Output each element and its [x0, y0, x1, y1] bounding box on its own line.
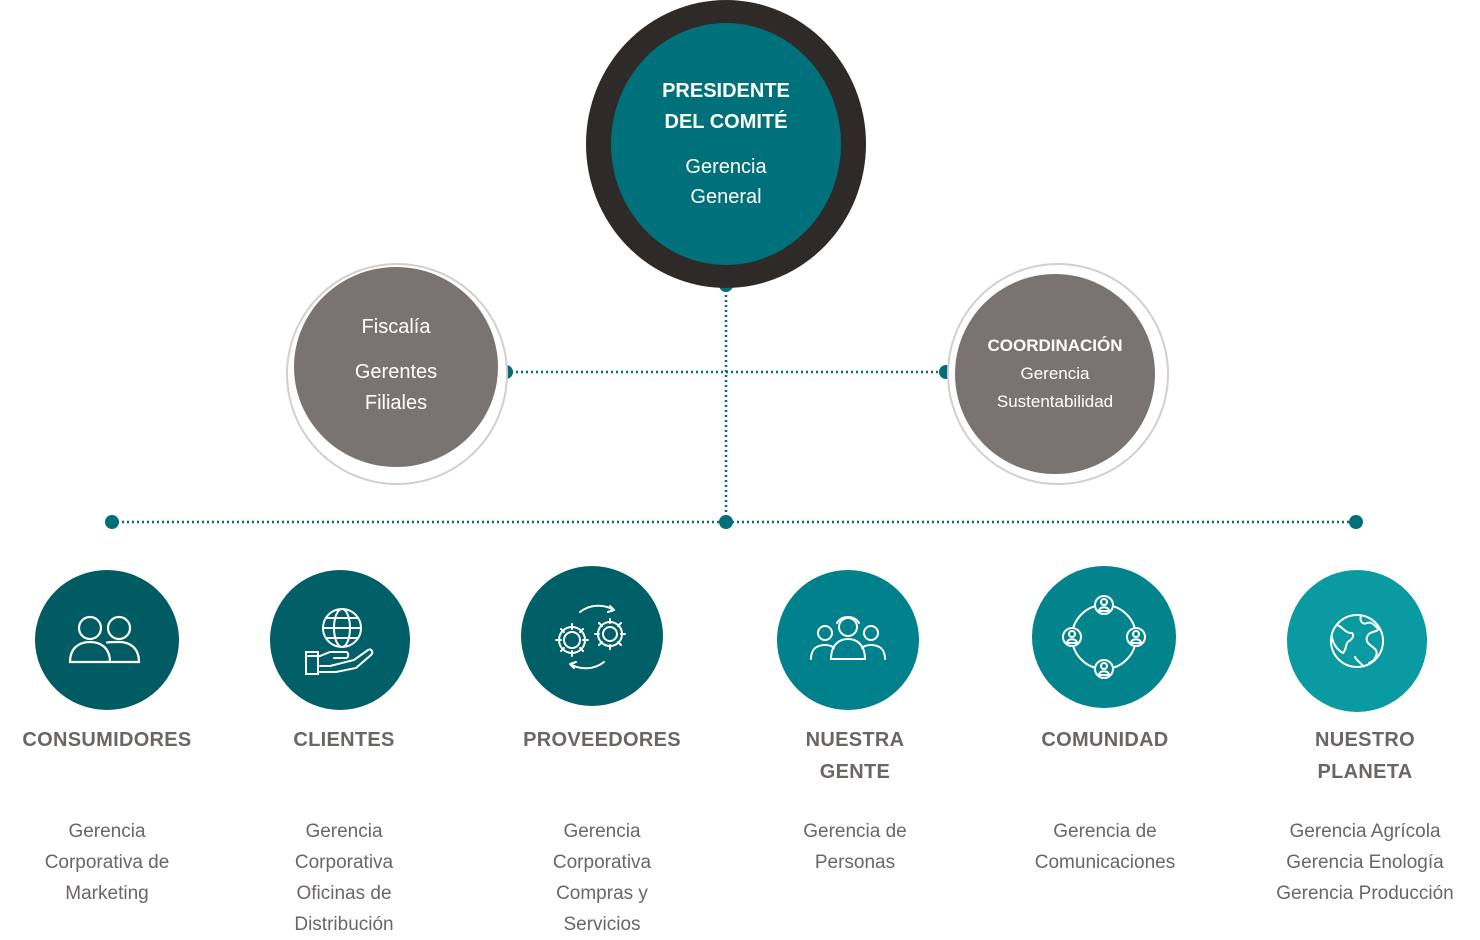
- coordinacion-subtitle: Gerencia Sustentabilidad: [996, 364, 1114, 411]
- proveedores-label: PROVEEDORES: [523, 729, 681, 751]
- connector-dot: [105, 515, 119, 529]
- earth-icon: [1330, 614, 1384, 668]
- president-node: PRESIDENTE DEL COMITÉ Gerencia General: [611, 23, 841, 265]
- nuestro-planeta-label: NUESTRO PLANETA: [1315, 729, 1415, 783]
- fiscalia-title: Fiscalía: [361, 316, 431, 338]
- globe-hand-icon: [305, 608, 374, 675]
- consumidores-desc: Gerencia Corporativa de Marketing: [44, 821, 170, 904]
- comunidad-circle: [1032, 566, 1176, 708]
- nuestra-gente-label: NUESTRA GENTE: [805, 729, 905, 783]
- clientes-circle: [270, 570, 410, 710]
- community-cycle-icon: [1062, 595, 1146, 679]
- proveedores-circle: [521, 566, 663, 706]
- clientes-label: CLIENTES: [293, 729, 395, 751]
- consumidores-label: CONSUMIDORES: [22, 729, 192, 751]
- nuestro-planeta-circle: [1287, 570, 1427, 712]
- connector-dot: [719, 515, 733, 529]
- coordinacion-node: COORDINACIÓN Gerencia Sustentabilidad: [955, 274, 1155, 474]
- coordinacion-title: COORDINACIÓN: [987, 336, 1123, 355]
- fiscalia-subtitle: Gerentes Filiales: [354, 361, 438, 414]
- gears-icon: [555, 604, 626, 670]
- clientes-desc: Gerencia Corporativa Oficinas de Distrib…: [294, 821, 394, 935]
- people-icon: [68, 615, 141, 664]
- connector-dot: [1349, 515, 1363, 529]
- comunidad-label: COMUNIDAD: [1041, 729, 1169, 751]
- fiscalia-node: Fiscalía Gerentes Filiales: [294, 267, 498, 467]
- nuestra-gente-desc: Gerencia de Personas: [803, 821, 907, 873]
- nuestra-gente-circle: [777, 570, 919, 710]
- nuestro-planeta-desc: Gerencia Agrícola Gerencia Enología Gere…: [1276, 821, 1454, 904]
- comunidad-desc: Gerencia de Comunicaciones: [1034, 821, 1176, 873]
- team-icon: [810, 616, 886, 660]
- president-title: PRESIDENTE DEL COMITÉ: [662, 80, 790, 133]
- proveedores-desc: Gerencia Corporativa Compras y Servicios: [552, 821, 652, 935]
- consumidores-circle: [35, 570, 179, 710]
- president-subtitle: Gerencia General: [685, 156, 767, 208]
